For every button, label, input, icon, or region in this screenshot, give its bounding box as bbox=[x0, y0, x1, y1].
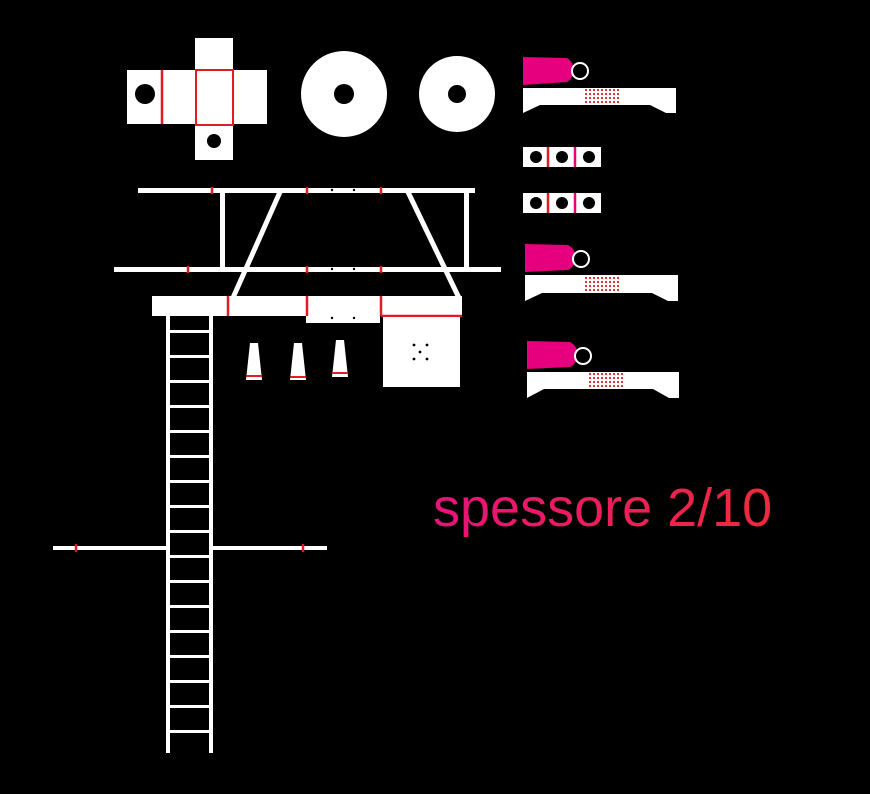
ladder bbox=[166, 316, 213, 753]
hinge-strip-1 bbox=[523, 147, 601, 167]
washer-a bbox=[301, 51, 387, 137]
washer-b bbox=[419, 56, 495, 132]
cross-blank bbox=[127, 38, 267, 160]
ladder-rung bbox=[166, 380, 213, 383]
hinge-arm-2 bbox=[525, 244, 678, 301]
ladder-rung bbox=[166, 730, 213, 733]
cones bbox=[246, 340, 348, 380]
ladder-frame bbox=[114, 187, 501, 323]
ladder-rung bbox=[166, 630, 213, 633]
ladder-rung bbox=[166, 355, 213, 358]
ladder-rung bbox=[166, 580, 213, 583]
hinge-arm-1 bbox=[523, 57, 676, 113]
ladder-rung bbox=[166, 705, 213, 708]
ladder-rung bbox=[166, 480, 213, 483]
hinge-strip-2 bbox=[523, 193, 601, 213]
cross-rail bbox=[53, 544, 327, 552]
ladder-rung bbox=[166, 530, 213, 533]
ladder-rungs bbox=[166, 330, 213, 733]
thickness-caption: spessore 2/10 bbox=[433, 472, 772, 544]
caption-text: spessore 2/10 bbox=[433, 478, 773, 538]
ladder-rung bbox=[166, 430, 213, 433]
ladder-rung bbox=[166, 455, 213, 458]
ladder-rung bbox=[166, 405, 213, 408]
ladder-rung bbox=[166, 680, 213, 683]
ladder-rung bbox=[166, 505, 213, 508]
ladder-rung bbox=[166, 605, 213, 608]
ladder-rung bbox=[166, 655, 213, 658]
ladder-rung bbox=[166, 330, 213, 333]
ladder-rung bbox=[166, 555, 213, 558]
hinge-arm-3 bbox=[527, 341, 679, 398]
square-plate bbox=[383, 317, 460, 387]
